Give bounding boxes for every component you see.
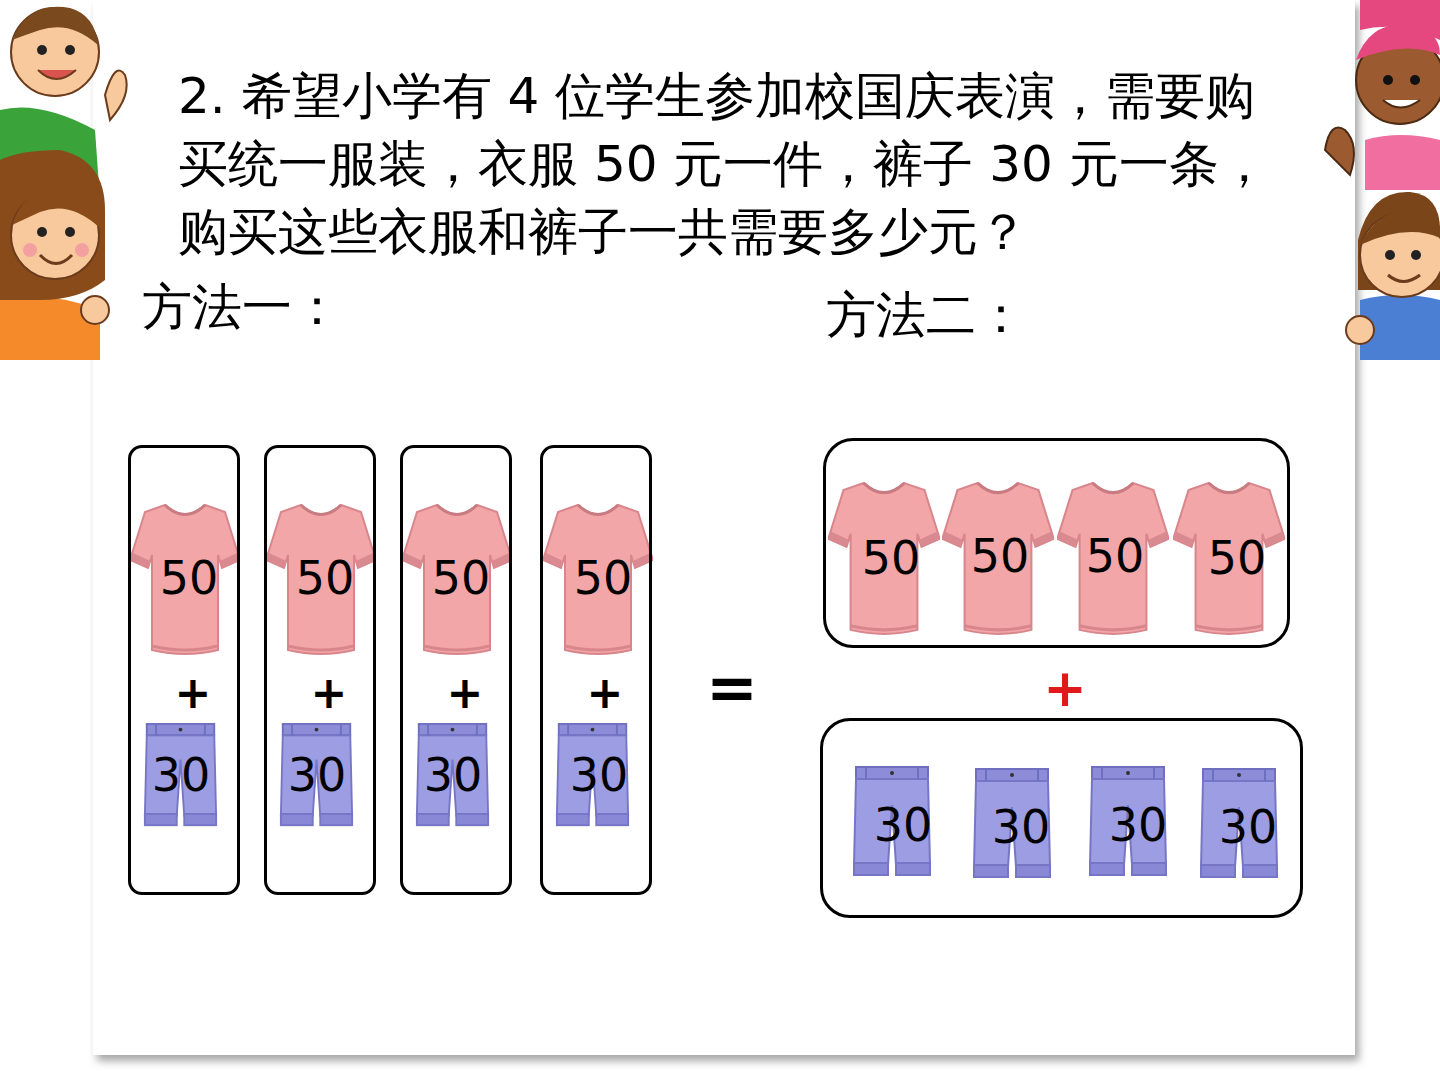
method-two-clothes (828, 483, 1284, 877)
price-number: 50 (971, 533, 1030, 579)
pair-box: 50 +30 (264, 445, 376, 895)
price-number: 30 (152, 752, 211, 798)
price-number: 50 (1208, 535, 1267, 581)
question-title: 2. 希望小学有 4 位学生参加校国庆表演，需要购买统一服装，衣服 50 元一件… (178, 62, 1303, 266)
price-number: 30 (1109, 802, 1168, 848)
pair-box: 50 +30 (400, 445, 512, 895)
plus-sign: + (1043, 662, 1087, 714)
price-number: 50 (160, 555, 219, 601)
cartoon-kids-left (0, 7, 127, 360)
method-label: 方法一： (142, 282, 342, 332)
method-one-clothes (130, 505, 653, 825)
plus-sign: + (175, 671, 212, 715)
shirts-group-box: 50 50 50 50 (823, 438, 1290, 648)
price-number: 30 (1219, 804, 1278, 850)
price-number: 50 (862, 535, 921, 581)
pants-group-box: 30 30 30 30 (820, 718, 1303, 918)
pair-box: 50 +30 (128, 445, 240, 895)
price-number: 50 (296, 555, 355, 601)
price-number: 30 (288, 752, 347, 798)
cartoon-kids-right (1325, 0, 1440, 360)
price-number: 30 (570, 752, 629, 798)
plus-sign: + (587, 671, 624, 715)
method-label: 方法二： (826, 290, 1026, 340)
plus-sign: + (447, 671, 484, 715)
price-number: 50 (432, 555, 491, 601)
price-number: 30 (424, 752, 483, 798)
price-number: 50 (574, 555, 633, 601)
price-number: 30 (992, 804, 1051, 850)
price-number: 50 (1086, 533, 1145, 579)
price-number: 30 (874, 802, 933, 848)
pair-box: 50 +30 (540, 445, 652, 895)
equals-sign: = (706, 657, 758, 719)
plus-sign: + (311, 671, 348, 715)
